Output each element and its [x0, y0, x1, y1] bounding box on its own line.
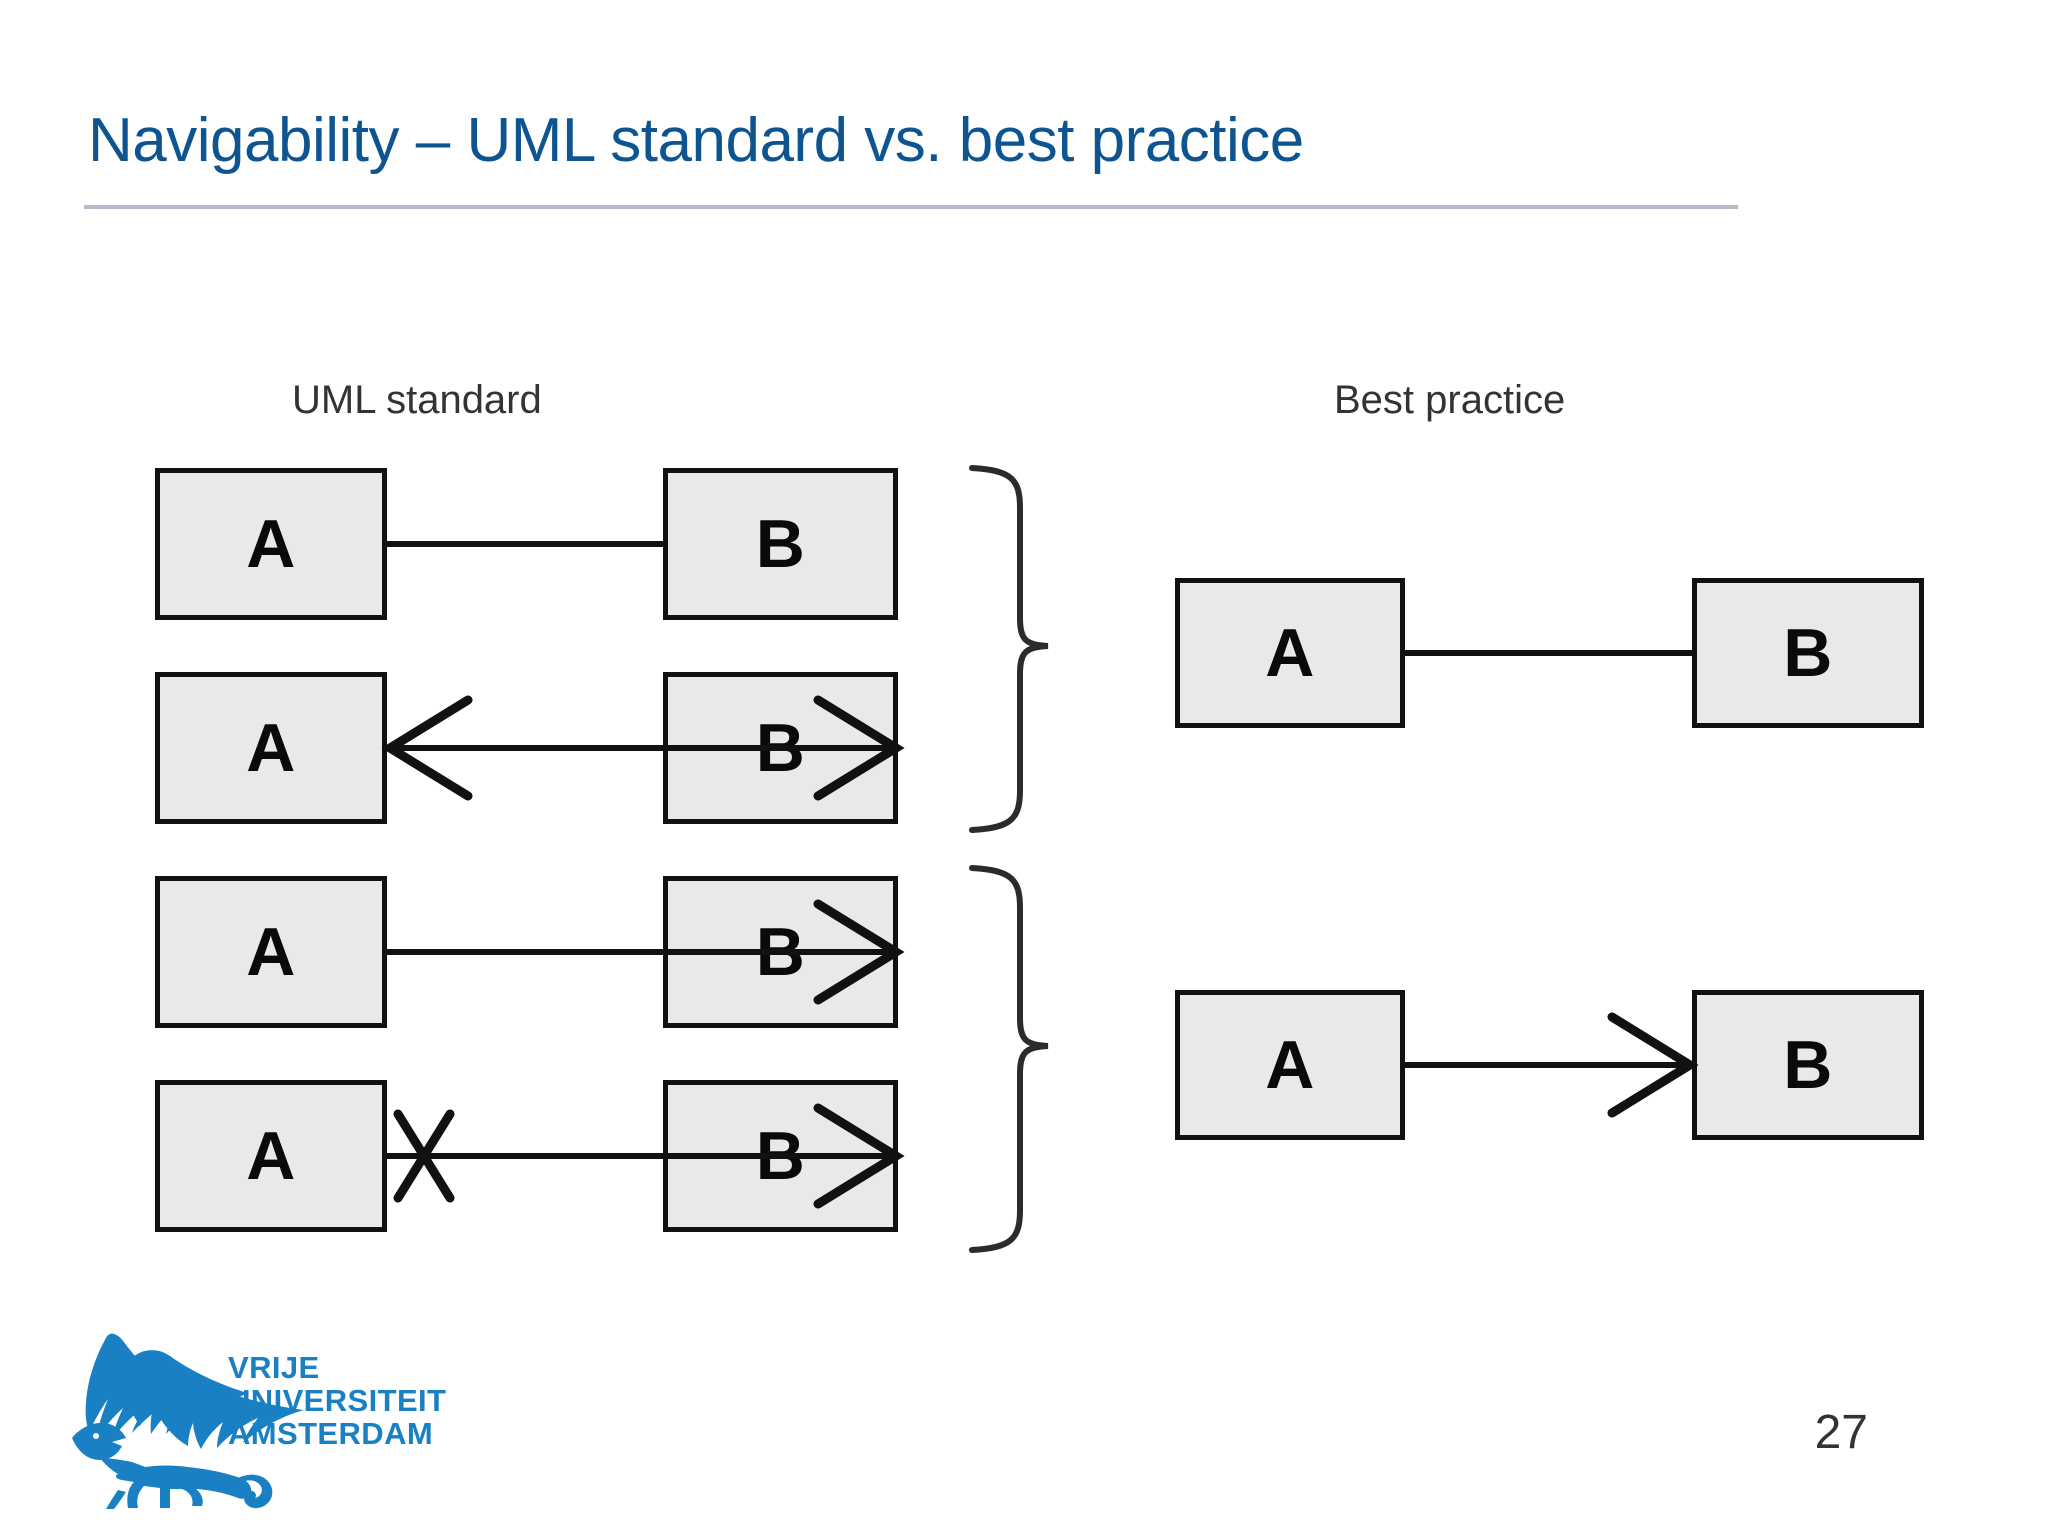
vu-wordmark-line1: VRIJE — [228, 1350, 320, 1385]
cross-mark-icon-stroke1 — [393, 1109, 455, 1203]
brace-equivalent-directed — [969, 865, 1049, 1253]
box-label: B — [755, 914, 806, 990]
box-label: A — [246, 506, 296, 582]
box-label: A — [246, 1118, 296, 1194]
box-label: A — [1265, 615, 1315, 691]
best-practice-box-b-row2[interactable]: B — [1692, 990, 1924, 1140]
column-heading-best-practice: Best practice — [1334, 378, 1566, 422]
best-practice-box-a-row1[interactable]: A — [1175, 578, 1405, 728]
cross-mark-icon-stroke2 — [393, 1109, 455, 1203]
vu-wordmark-line3: AMSTERDAM — [228, 1415, 434, 1451]
box-label: B — [755, 1118, 806, 1194]
box-label: B — [1783, 1027, 1833, 1103]
uml-box-a-row3[interactable]: A — [155, 876, 387, 1028]
vu-wordmark: VRIJE UNIVERSITEIT AMSTERDAM — [228, 1350, 447, 1451]
uml-box-a-row4[interactable]: A — [155, 1080, 387, 1232]
column-heading-uml-standard: UML standard — [292, 378, 542, 422]
box-label: B — [755, 710, 806, 786]
vu-wordmark-line2: UNIVERSITEIT — [228, 1382, 447, 1418]
uml-box-a-row1[interactable]: A — [155, 468, 387, 620]
page-title: Navigability – UML standard vs. best pra… — [88, 106, 1304, 175]
uml-box-b-row1[interactable]: B — [663, 468, 898, 620]
box-label: B — [1783, 615, 1833, 691]
uml-box-b-row4[interactable]: B — [663, 1080, 898, 1232]
bp-arrowhead-right-row2 — [1607, 1012, 1699, 1118]
title-divider — [84, 205, 1738, 209]
arrowhead-left-row2 — [381, 695, 473, 801]
box-label: A — [1265, 1027, 1315, 1103]
page-number: 27 — [1814, 1406, 1868, 1459]
uml-box-b-row3[interactable]: B — [663, 876, 898, 1028]
brace-equivalent-undirected — [969, 465, 1049, 833]
uml-box-a-row2[interactable]: A — [155, 672, 387, 824]
uml-box-b-row2[interactable]: B — [663, 672, 898, 824]
box-label: B — [755, 506, 806, 582]
box-label: A — [246, 710, 296, 786]
vu-griffin-logo-icon — [72, 1333, 304, 1509]
best-practice-box-b-row1[interactable]: B — [1692, 578, 1924, 728]
box-label: A — [246, 914, 296, 990]
best-practice-box-a-row2[interactable]: A — [1175, 990, 1405, 1140]
